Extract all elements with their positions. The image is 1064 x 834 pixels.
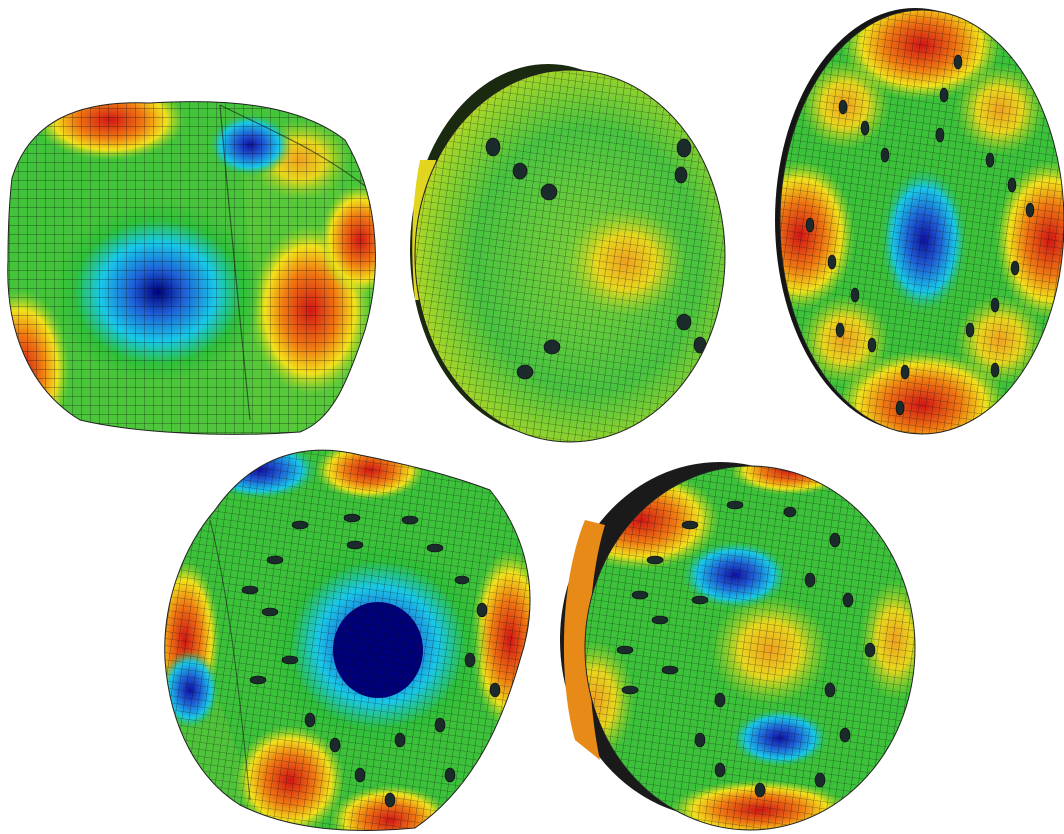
panel-5-perforated-cylinder bbox=[560, 462, 916, 831]
panel-3-oval-plate bbox=[775, 8, 1064, 435]
panel-1-deformed-cube bbox=[7, 101, 376, 435]
panel-2-domed-disc bbox=[410, 64, 726, 443]
panel-4-perforated-cube bbox=[164, 449, 531, 831]
